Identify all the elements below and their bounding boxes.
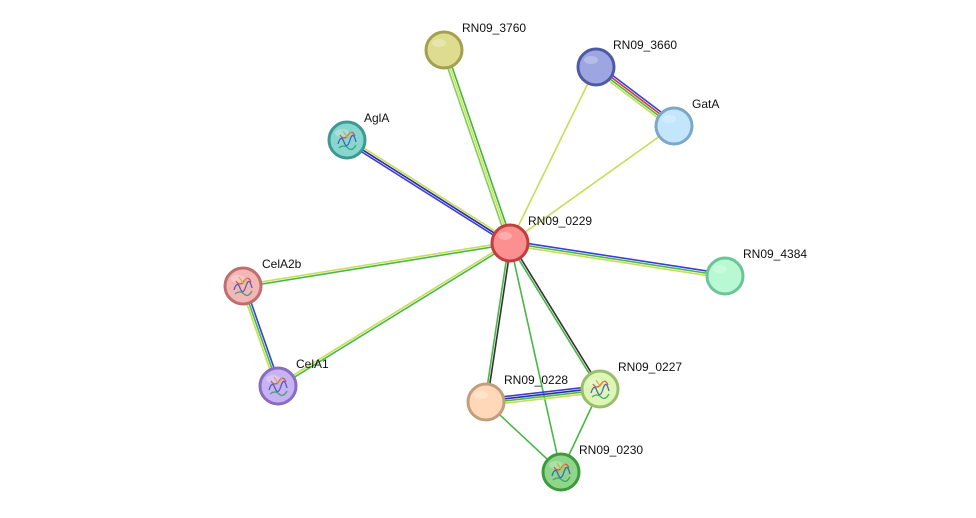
edge-evidence-line	[445, 49, 513, 243]
node-circle[interactable]	[541, 452, 581, 492]
protein-structure-icon	[337, 130, 357, 151]
node-label: RN09_0230	[579, 443, 643, 457]
edge-evidence-line	[509, 244, 725, 279]
node-RN09_4384[interactable]: RN09_4384	[705, 247, 807, 296]
node-circle[interactable]	[327, 120, 367, 160]
edge-RN09_0229-CelA1[interactable]	[277, 241, 511, 388]
edge-evidence-line	[510, 240, 726, 275]
edge-evidence-line	[278, 243, 511, 388]
node-highlight	[662, 115, 676, 123]
edge-evidence-line	[345, 141, 510, 246]
node-label: RN09_0229	[528, 214, 592, 228]
node-label: RN09_4384	[743, 247, 807, 261]
edge-evidence-line	[486, 243, 512, 403]
protein-structure-icon	[551, 462, 571, 483]
node-RN09_0227[interactable]: RN09_0227	[580, 360, 682, 409]
edge-evidence-line	[277, 241, 510, 386]
edge-evidence-line	[510, 242, 602, 389]
node-CelA1[interactable]: CelA1	[258, 357, 329, 406]
node-circle[interactable]	[654, 106, 694, 146]
node-circle[interactable]	[705, 256, 745, 296]
node-circle[interactable]	[490, 223, 530, 263]
edge-evidence-line	[347, 137, 512, 242]
edge-RN09_0229-CelA2b[interactable]	[242, 241, 511, 288]
edge-evidence-line	[484, 242, 510, 402]
protein-structure-icon	[268, 376, 288, 397]
node-label: RN09_3660	[613, 38, 677, 52]
edge-RN09_0229-RN09_3660[interactable]	[509, 66, 597, 244]
edge-RN09_0229-GatA[interactable]	[509, 125, 675, 244]
node-highlight	[584, 56, 598, 64]
edge-RN09_0229-RN09_4384[interactable]	[509, 240, 726, 279]
node-RN09_0229[interactable]: RN09_0229	[490, 214, 592, 263]
node-GatA[interactable]: GatA	[654, 97, 719, 146]
node-CelA2b[interactable]: CelA2b	[223, 257, 302, 306]
node-RN09_3660[interactable]: RN09_3660	[576, 38, 677, 87]
node-label: CelA1	[296, 357, 329, 371]
node-RN09_3760[interactable]: RN09_3760	[424, 21, 526, 70]
edge-RN09_0229-RN09_3760[interactable]	[441, 49, 513, 244]
edge-evidence-line	[243, 243, 511, 288]
protein-structure-icon	[590, 379, 610, 400]
edge-evidence-line	[509, 66, 597, 244]
node-RN09_0228[interactable]: RN09_0228	[466, 373, 568, 422]
node-circle[interactable]	[580, 369, 620, 409]
node-label: AglA	[364, 111, 389, 125]
edge-evidence-line	[443, 49, 511, 244]
node-circle[interactable]	[466, 382, 506, 422]
edge-evidence-line	[509, 125, 675, 244]
node-label: RN09_0228	[504, 373, 568, 387]
edge-evidence-line	[441, 50, 509, 244]
edge-evidence-line	[509, 242, 726, 277]
protein-structure-icon	[233, 276, 253, 297]
node-highlight	[474, 391, 488, 399]
edge-RN09_0229-RN09_0228[interactable]	[484, 242, 512, 403]
node-circle[interactable]	[258, 366, 298, 406]
node-highlight	[713, 265, 727, 273]
node-label: RN09_0227	[618, 360, 682, 374]
node-circle[interactable]	[424, 30, 464, 70]
edge-RN09_0229-RN09_0227[interactable]	[508, 242, 602, 390]
node-label: CelA2b	[262, 257, 302, 271]
node-label: RN09_3760	[462, 21, 526, 35]
edge-evidence-line	[509, 242, 562, 473]
node-highlight	[432, 39, 446, 47]
node-RN09_0230[interactable]: RN09_0230	[541, 443, 643, 492]
node-AglA[interactable]: AglA	[327, 111, 389, 160]
node-highlight	[498, 232, 512, 240]
edge-evidence-line	[346, 139, 511, 244]
edge-evidence-line	[508, 243, 600, 390]
node-label: GatA	[692, 97, 719, 111]
edge-evidence-line	[242, 241, 510, 286]
node-circle[interactable]	[223, 266, 263, 306]
edge-RN09_0229-RN09_0230[interactable]	[509, 242, 562, 473]
edge-RN09_0229-AglA[interactable]	[345, 137, 512, 246]
node-circle[interactable]	[576, 47, 616, 87]
